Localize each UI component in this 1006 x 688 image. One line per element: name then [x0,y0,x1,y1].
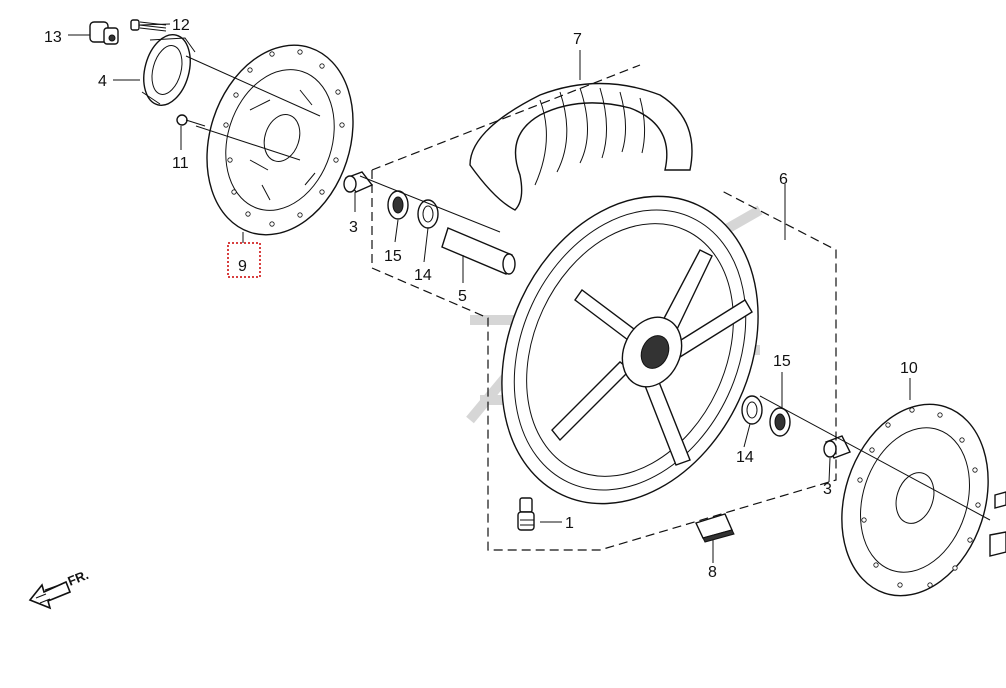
assembly-outline [371,64,837,551]
collar-3-right[interactable] [823,435,851,459]
nut-13[interactable] [89,21,119,45]
label-8[interactable]: 8 [708,564,717,581]
highlight-box [227,242,261,278]
label-14-left[interactable]: 14 [414,267,432,284]
left-disc-holes [223,49,345,227]
label-6[interactable]: 6 [779,171,788,188]
axle-stub [989,491,1006,557]
bolt-11[interactable] [176,114,206,127]
seal-15-right[interactable] [769,407,791,437]
collar-3-left[interactable] [343,171,374,193]
bearing-14-left[interactable] [417,199,439,229]
label-14-right[interactable]: 14 [736,449,754,466]
seal-15-left[interactable] [387,190,409,220]
label-7[interactable]: 7 [573,31,582,48]
direction-label: FR. [66,567,91,589]
label-15-left[interactable]: 15 [384,248,402,265]
weight-8[interactable] [695,513,735,543]
bolt-12[interactable] [130,19,167,32]
label-3-right[interactable]: 3 [823,481,832,498]
label-4[interactable]: 4 [98,73,107,90]
label-15-right[interactable]: 15 [773,353,791,370]
valve-1[interactable] [517,497,535,531]
label-5[interactable]: 5 [458,288,467,305]
right-brake-disc[interactable] [818,385,1006,615]
pulser-ring-4[interactable] [136,30,197,111]
right-disc-holes [857,407,981,588]
label-3-left[interactable]: 3 [349,219,358,236]
front-wheel[interactable] [454,154,807,545]
front-direction-arrow-icon: FR. [28,567,91,610]
tire[interactable] [469,82,693,211]
bearing-14-right[interactable] [741,395,763,425]
label-10[interactable]: 10 [900,360,918,377]
left-brake-disc[interactable] [183,26,376,254]
label-13[interactable]: 13 [44,29,62,46]
label-12[interactable]: 12 [172,17,190,34]
label-11[interactable]: 11 [172,155,189,172]
leader-lines [68,23,991,563]
label-9[interactable]: 9 [238,258,247,275]
spacer-5[interactable] [441,227,516,275]
label-1[interactable]: 1 [565,515,574,532]
